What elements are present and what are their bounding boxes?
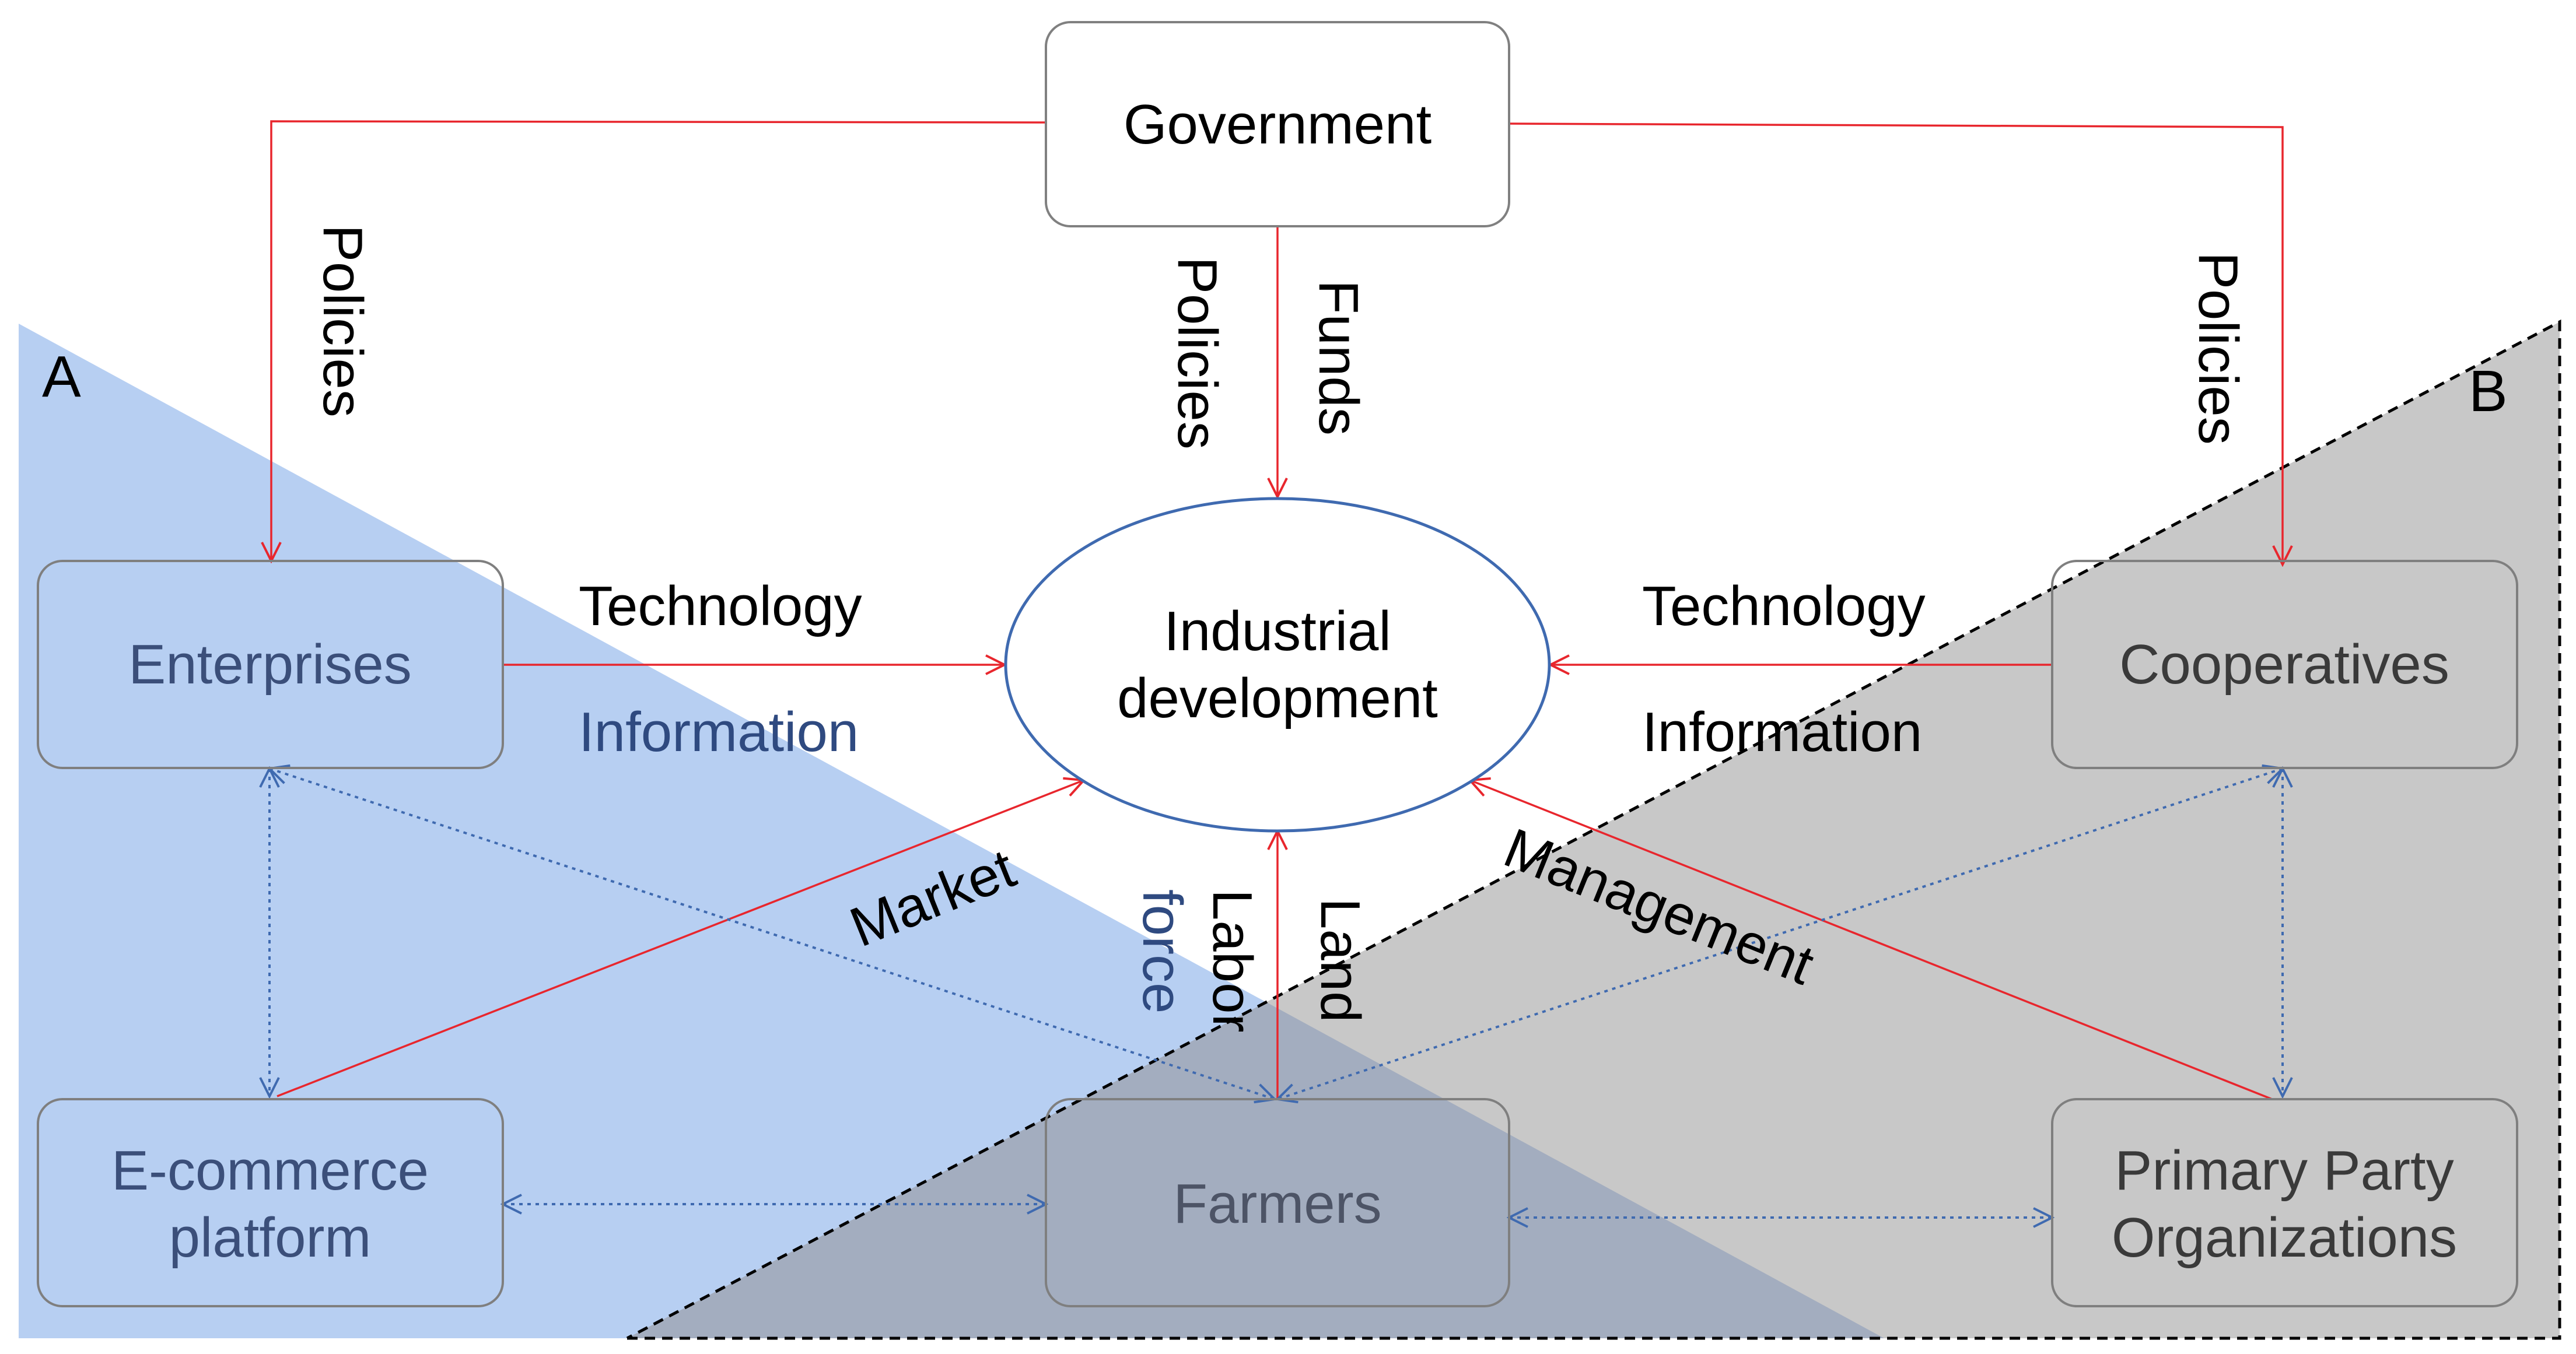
policies-center-label: Policies (1166, 257, 1228, 450)
primary-party-label-line1: Primary Party (2115, 1139, 2454, 1202)
government-to-enterprises-arrow (271, 120, 1046, 561)
industrial-development-label-line2: development (1117, 667, 1438, 729)
government-node: Government (1045, 21, 1510, 227)
enterprises-label: Enterprises (128, 633, 412, 696)
region-a-label: A (42, 344, 81, 409)
industrial-development-label-line1: Industrial (1164, 600, 1391, 662)
funds-label: Funds (1307, 280, 1370, 436)
information-right-label: Information (1642, 701, 1922, 763)
primary-party-label-line2: Organizations (2112, 1206, 2457, 1269)
ecommerce-label-line2: platform (169, 1206, 372, 1269)
ecommerce-label-line1: E-commerce (111, 1139, 429, 1202)
information-left-label: Information (579, 701, 859, 763)
policies-right-label: Policies (2187, 252, 2249, 445)
technology-right-label: Technology (1642, 575, 1926, 637)
industrial-development-node: Industrial development (1004, 497, 1551, 833)
policies-left-label: Policies (312, 225, 374, 418)
farmers-label: Farmers (1173, 1173, 1381, 1235)
land-label: Land (1309, 898, 1371, 1023)
force-label: force (1131, 889, 1194, 1013)
region-b-label: B (2469, 359, 2508, 424)
technology-left-label: Technology (579, 575, 862, 637)
ecommerce-platform-node: E-commerce platform (37, 1098, 504, 1307)
government-to-cooperatives-arrow (1508, 122, 2283, 564)
cooperatives-node: Cooperatives (2051, 560, 2518, 769)
farmers-node: Farmers (1045, 1098, 1510, 1307)
region-b-border (626, 319, 2561, 1340)
cooperatives-label: Cooperatives (2119, 633, 2449, 696)
labor-label: Labor (1201, 889, 1264, 1033)
enterprises-node: Enterprises (37, 560, 504, 769)
primary-party-node: Primary Party Organizations (2051, 1098, 2518, 1307)
government-label: Government (1124, 93, 1432, 156)
